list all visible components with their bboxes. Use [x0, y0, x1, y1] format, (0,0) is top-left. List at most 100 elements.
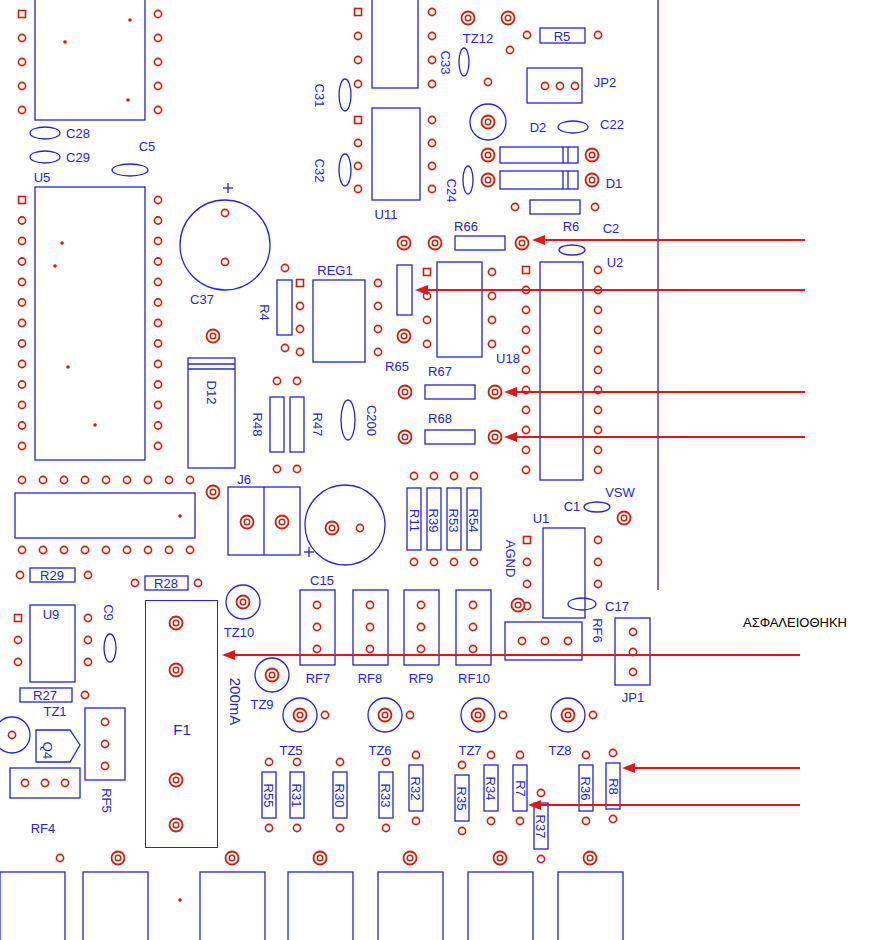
solder-pad	[410, 472, 417, 479]
solder-pad	[582, 817, 589, 824]
large-pad	[586, 174, 599, 187]
component-label: TZ1	[43, 705, 66, 718]
solder-pad	[428, 116, 435, 123]
large-pad-hole	[465, 15, 471, 21]
solder-pad	[186, 546, 193, 553]
component-label: C15	[310, 574, 334, 587]
large-pad	[112, 852, 125, 865]
component-label: U11	[375, 208, 398, 221]
part-outline	[0, 872, 65, 940]
solder-pad	[61, 779, 68, 786]
component-label: REG1	[317, 264, 352, 277]
square-pad	[19, 11, 26, 18]
solder-pad	[423, 340, 430, 347]
part-outline	[277, 280, 292, 335]
part-outline	[437, 262, 482, 357]
component-label: R53	[447, 508, 460, 532]
solder-pad	[430, 472, 437, 479]
large-pad-hole	[329, 525, 335, 531]
part-outline	[543, 528, 585, 618]
solder-pad	[293, 465, 300, 472]
solder-pad	[102, 476, 109, 483]
solder-pad	[56, 854, 63, 861]
large-pad	[562, 709, 575, 722]
square-pad	[19, 197, 26, 204]
solder-pad	[60, 546, 67, 553]
component-label: D2	[530, 121, 547, 134]
large-pad	[226, 852, 239, 865]
via-dot	[66, 365, 70, 369]
solder-pad	[469, 601, 476, 608]
large-pad	[294, 709, 307, 722]
silk-line	[567, 147, 568, 163]
large-pad	[276, 516, 289, 529]
part-outline	[30, 605, 75, 682]
part-outline	[427, 488, 441, 550]
part-outline	[404, 590, 439, 665]
solder-pad	[101, 718, 108, 725]
capacitor-outline	[112, 164, 148, 176]
via-dot	[128, 18, 132, 22]
solder-pad	[18, 82, 25, 89]
solder-pad	[594, 346, 601, 353]
solder-pad	[154, 319, 161, 326]
fuse-label: 200mA	[229, 677, 244, 725]
component-label: U1	[533, 512, 550, 525]
large-pad-hole	[587, 855, 593, 861]
leader-arrowhead	[415, 285, 428, 295]
large-pad	[512, 599, 525, 612]
solder-pad	[428, 32, 435, 39]
part-outline	[262, 772, 276, 818]
solder-pad	[81, 476, 88, 483]
solder-pad	[594, 580, 601, 587]
large-pad-hole	[492, 389, 498, 395]
capacitor-outline	[341, 400, 355, 440]
leader-arrowhead	[532, 235, 545, 245]
component-label: VSW	[605, 486, 635, 499]
part-outline	[425, 430, 475, 444]
solder-pad	[366, 645, 373, 652]
part-outline	[455, 236, 505, 250]
solder-pad	[313, 601, 320, 608]
part-outline	[527, 68, 582, 103]
solder-pad	[101, 762, 108, 769]
large-pad	[266, 669, 279, 682]
solder-pad	[354, 80, 361, 87]
large-pad	[241, 516, 254, 529]
component-label: C37	[190, 293, 214, 306]
component-label: R30	[333, 783, 346, 807]
solder-pad	[450, 472, 457, 479]
solder-pad	[321, 711, 328, 718]
leader-arrowhead	[622, 763, 635, 773]
large-pad	[489, 386, 502, 399]
component-label: RF9	[409, 672, 434, 685]
component-label: C2	[603, 222, 620, 235]
solder-pad	[522, 426, 529, 433]
component-label: R28	[154, 577, 178, 590]
solder-pad	[41, 779, 48, 786]
part-outline	[409, 765, 423, 811]
part-outline	[379, 772, 393, 818]
fuse-holder: F1200mA	[145, 600, 218, 848]
solder-pad	[81, 546, 88, 553]
large-pad-hole	[173, 667, 179, 673]
solder-pad	[374, 279, 381, 286]
solder-pad	[374, 302, 381, 309]
solder-pad	[522, 466, 529, 473]
component-label: RF10	[458, 672, 490, 685]
solder-pad	[18, 476, 25, 483]
component-label: R39	[427, 508, 440, 532]
large-pad-hole	[229, 855, 235, 861]
component-label: U2	[607, 256, 624, 269]
solder-pad	[154, 106, 161, 113]
via-dot	[126, 98, 130, 102]
part-outline	[226, 585, 260, 619]
solder-pad	[484, 78, 491, 85]
component-label: Q4	[42, 741, 55, 758]
part-outline	[20, 688, 72, 702]
large-pad-hole	[402, 434, 408, 440]
solder-pad	[18, 237, 25, 244]
part-outline	[513, 765, 527, 811]
capacitor-outline	[459, 48, 469, 76]
